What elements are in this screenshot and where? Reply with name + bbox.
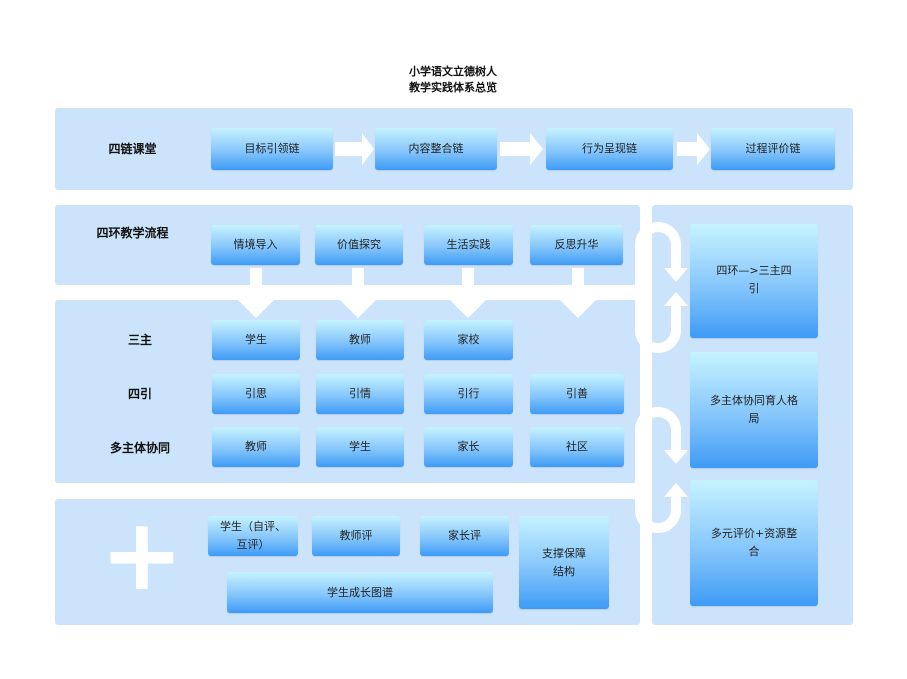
chain-box-2: 内容整合链 — [375, 128, 497, 170]
chain-box-4: 过程评价链 — [711, 128, 835, 170]
diagram-title: 小学语文立德树人教学实践体系总览 — [353, 64, 553, 96]
self-eval-box: 学生（自评、互评） — [208, 516, 298, 556]
plus-icon: + — [100, 496, 184, 613]
teacher-eval-box: 教师评 — [312, 516, 400, 556]
sanzhu-box-3: 家校 — [424, 320, 513, 360]
row-label-sanzhu: 三主 — [127, 333, 152, 347]
sanzhu-box-1: 学生 — [212, 320, 300, 360]
growth-map-box: 学生成长图谱 — [227, 572, 493, 613]
outcome-box-1: 四环—>三主四引 — [690, 224, 818, 338]
support-structure-box: 支撑保障结构 — [519, 516, 609, 609]
title-line-2: 教学实践体系总览 — [409, 81, 497, 94]
arrow-down-icon — [560, 268, 596, 318]
siyin-box-2: 引情 — [316, 374, 404, 414]
ring-box-1: 情境导入 — [211, 225, 300, 265]
chain-box-1: 目标引领链 — [211, 128, 333, 170]
duozhuti-box-3: 家长 — [424, 427, 513, 467]
row-label-four-chain: 四链课堂 — [108, 142, 157, 156]
outcome-box-2: 多主体协同育人格局 — [690, 352, 818, 468]
ring-box-4: 反思升华 — [530, 225, 623, 265]
ring-box-3: 生活实践 — [424, 225, 513, 265]
siyin-box-4: 引善 — [530, 374, 624, 414]
duozhuti-box-2: 学生 — [316, 427, 404, 467]
arrow-right-icon — [335, 133, 374, 165]
siyin-box-1: 引思 — [212, 374, 300, 414]
arrow-down-icon — [340, 268, 376, 318]
title-line-1: 小学语文立德树人 — [409, 65, 497, 78]
parent-eval-box: 家长评 — [420, 516, 509, 556]
sanzhu-box-2: 教师 — [316, 320, 404, 360]
row-label-duozhuti: 多主体协同 — [109, 441, 170, 455]
arrow-down-icon — [238, 268, 274, 318]
chain-links — [635, 222, 681, 533]
arrow-right-icon — [500, 133, 543, 165]
duozhuti-box-4: 社区 — [530, 427, 624, 467]
siyin-box-3: 引行 — [424, 374, 513, 414]
chain-box-3: 行为呈现链 — [546, 128, 673, 170]
arrow-right-icon — [677, 133, 710, 165]
outcome-box-3: 多元评价+资源整合 — [690, 480, 818, 606]
duozhuti-box-1: 教师 — [212, 427, 300, 467]
row-label-four-ring: 四环教学流程 — [96, 226, 169, 240]
arrow-down-icon — [450, 268, 486, 318]
row-label-siyin: 四引 — [127, 387, 152, 401]
ring-box-2: 价值探究 — [315, 225, 403, 265]
